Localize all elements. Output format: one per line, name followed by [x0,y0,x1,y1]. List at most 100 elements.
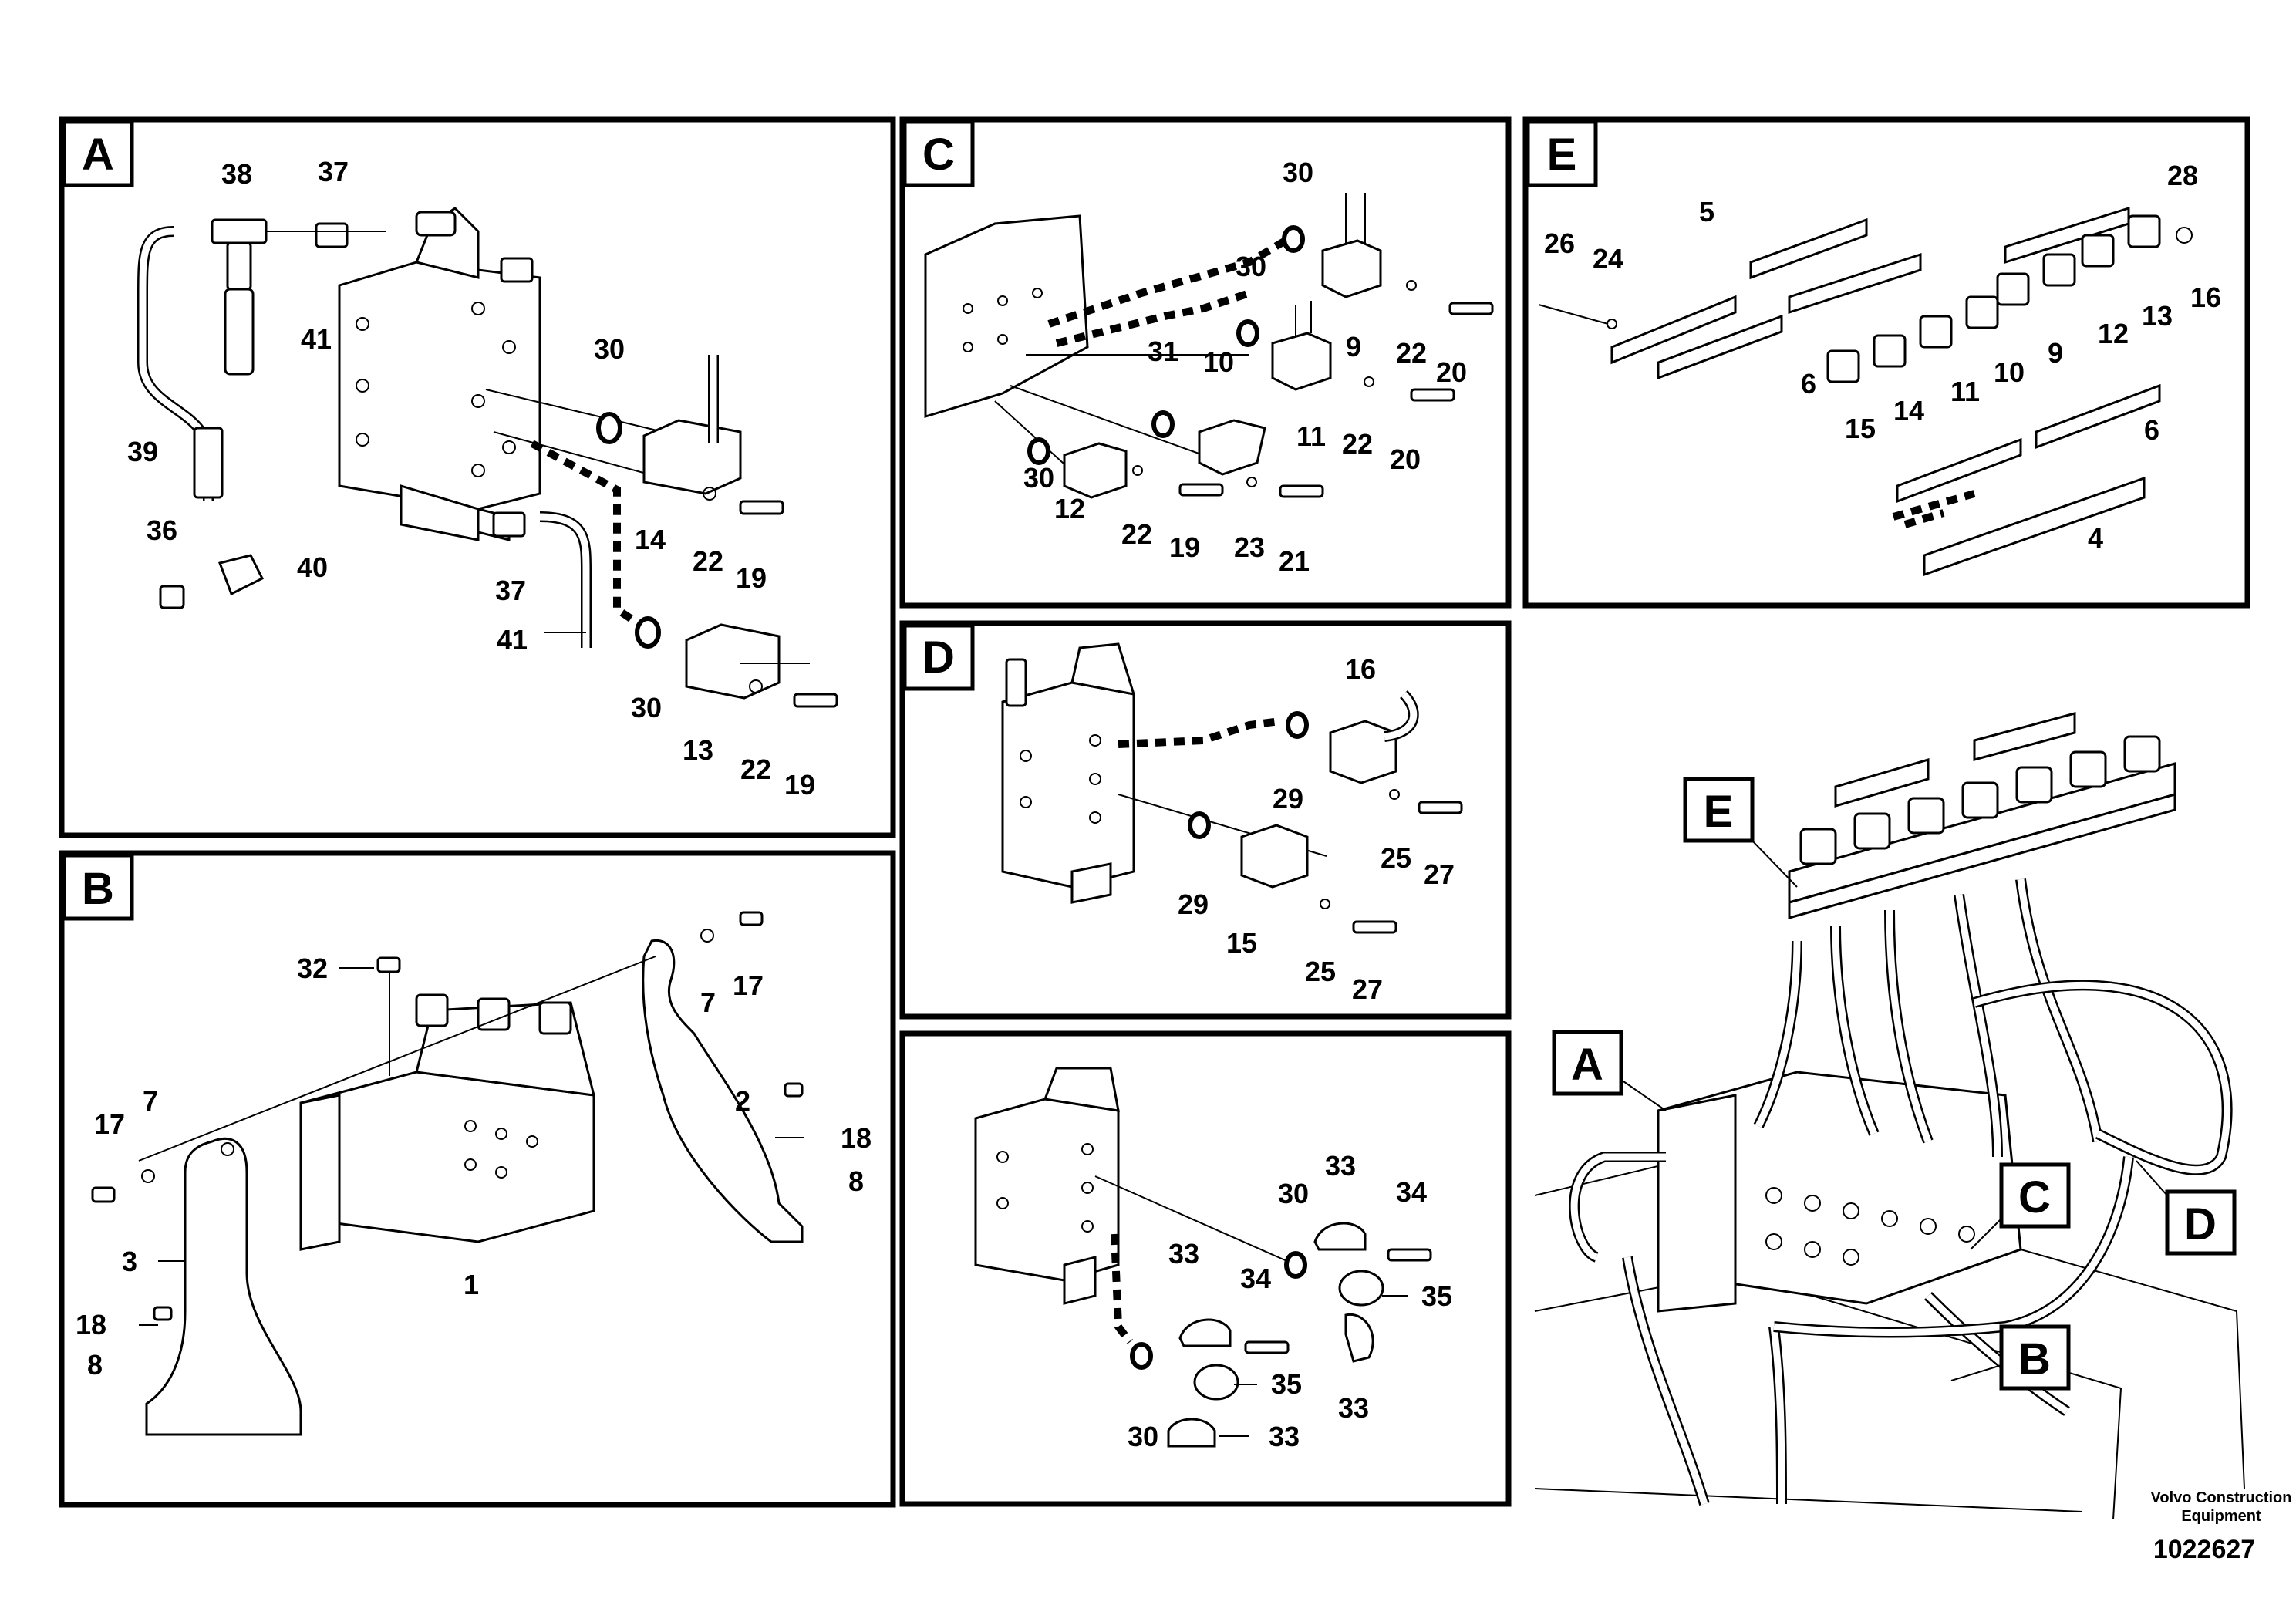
callout-e-14: 14 [1893,395,1924,427]
bar-4 [1923,476,2146,577]
control-valve-1 [299,1071,595,1243]
callout-a-13: 13 [683,734,713,766]
bracket-3 [145,1137,302,1436]
callout-a-22b: 22 [740,754,771,785]
panel-e-tag: E [1547,130,1577,180]
callout-c-12: 12 [1054,493,1085,524]
callout-a-14: 14 [635,524,666,555]
callout-c-23: 23 [1234,531,1265,563]
callout-d-25b: 25 [1305,956,1336,987]
clamp-33c [1344,1313,1374,1363]
panel-a: A [59,116,896,838]
callout-e-12: 12 [2098,318,2129,349]
callout-b-7: 7 [143,1085,158,1117]
elbow-fitting-40 [218,554,265,596]
o-ring-c-30b [1236,319,1259,347]
figure-number: 1022627 [2153,1535,2255,1564]
callout-plugs-30: 30 [1278,1178,1309,1209]
bar-5-upper [1749,218,1868,280]
panel-d-tag: D [922,632,955,683]
callout-e-5: 5 [1699,196,1714,228]
callout-c-20: 20 [1436,356,1467,388]
panel-plugs: 33 34 30 35 33 34 35 33 30 33 [899,1030,1512,1507]
o-ring-30-lower [635,616,661,649]
callout-plugs-33b: 33 [1168,1238,1199,1270]
panel-a-tag-box [62,120,134,187]
panel-c-tag: C [922,130,955,180]
o-ring-30-upper [596,412,622,444]
callout-e-6b: 6 [2144,414,2159,446]
callout-c-9: 9 [1346,331,1361,363]
panel-b-frame [59,850,896,1508]
callout-c-30c: 30 [1023,462,1054,494]
o-ring-plugs-30b [1130,1342,1153,1370]
callout-d-15: 15 [1226,927,1257,959]
panel-c-frame [899,116,1512,609]
panel-d-frame [899,620,1512,1020]
overview-callout-c: C [2018,1172,2051,1222]
flange-9 [1321,239,1382,298]
o-ring-c-31 [1151,410,1175,438]
callout-e-15: 15 [1845,413,1876,444]
valve-side-plugs [974,1098,1120,1282]
bar-5-lower [1610,295,1737,365]
callout-e-11: 11 [1950,376,1980,407]
company-name-line2: Equipment [2181,1508,2261,1525]
callout-e-9: 9 [2048,337,2063,369]
callout-b-1: 1 [464,1269,479,1300]
callout-e-10: 10 [1994,356,2025,388]
callout-d-16: 16 [1345,653,1376,685]
panel-e: E 5 26 24 28 16 13 12 9 10 6 11 14 [1522,116,2250,609]
callout-a-36: 36 [147,514,177,546]
bracket-2 [642,939,804,1243]
tee-fitting-38 [211,218,268,244]
callout-c-30: 30 [1283,157,1313,188]
callout-c-11: 11 [1296,420,1326,452]
callout-plugs-33c: 33 [1338,1392,1369,1424]
callout-c-19: 19 [1169,531,1200,563]
callout-a-19b: 19 [784,769,815,801]
clamp-33d [1167,1418,1216,1448]
panel-plugs-frame [899,1030,1512,1507]
callout-b-17b: 17 [733,969,764,1001]
plug-35 [1338,1270,1384,1307]
callout-e-24: 24 [1593,243,1623,275]
callout-d-29: 29 [1273,783,1303,814]
callout-c-22b: 22 [1342,428,1373,460]
overview-callout-b-box [1999,1324,2071,1391]
callout-b-18b: 18 [76,1309,106,1340]
flange-14 [642,419,742,495]
panel-e-frame [1522,116,2250,609]
callout-b-2: 2 [735,1085,750,1117]
callout-c-22: 22 [1396,337,1427,369]
panel-a-tag: A [82,130,114,180]
callout-b-18: 18 [841,1122,872,1154]
flange-15 [1240,824,1309,889]
clamp-33b [1178,1318,1232,1347]
callout-plugs-33d: 33 [1269,1421,1300,1452]
callout-a-37b: 37 [495,575,526,606]
panel-c-tag-box [902,120,975,187]
solenoid-16 [2127,214,2161,248]
callout-a-19: 19 [736,562,767,594]
o-ring-plugs-30a [1284,1251,1307,1279]
callout-d-27: 27 [1424,858,1455,890]
o-ring-c-30c [1027,437,1050,465]
flange-11 [1271,332,1332,391]
flange-13 [685,623,781,700]
callout-b-7b: 7 [700,986,716,1018]
panel-d: D 16 29 29 15 25 27 25 27 [899,620,1512,1020]
panel-d-tag-box [902,623,975,691]
callout-e-13: 13 [2142,300,2173,332]
callout-c-21: 21 [1279,545,1310,577]
callout-plugs-35b: 35 [1271,1368,1302,1400]
callout-a-41b: 41 [497,624,528,656]
callout-c-30b: 30 [1236,251,1266,282]
overview-assembly: E A C D B [1534,712,2245,1520]
valve-side-c [924,214,1089,419]
callout-e-26: 26 [1544,228,1575,259]
overview-callout-b: B [2018,1334,2051,1384]
o-ring-d-29a [1286,711,1309,739]
callout-a-40: 40 [297,551,328,583]
overview-callout-d-box [2165,1189,2237,1256]
